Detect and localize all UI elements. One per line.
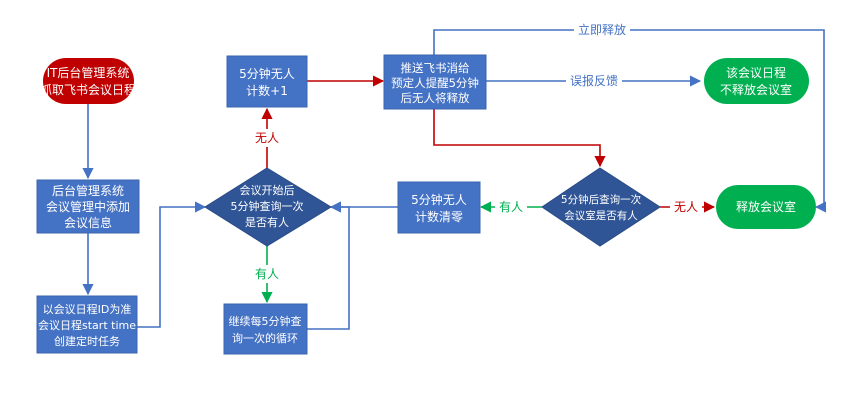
node-count: 5分钟无人 计数+1 bbox=[226, 55, 308, 108]
edge-label-check-loop: 有人 bbox=[255, 267, 279, 281]
node-keep-line2: 不释放会议室 bbox=[720, 82, 792, 97]
node-notify: 推送飞书消给 预定人提醒5分钟 后无人将释放 bbox=[383, 54, 487, 110]
node-notify-line3: 后无人将释放 bbox=[401, 91, 470, 105]
node-keep: 该会议日程 不释放会议室 bbox=[704, 58, 809, 104]
node-count-line1: 5分钟无人 bbox=[239, 66, 295, 81]
node-check-line2: 5分钟查询一次 bbox=[231, 199, 304, 213]
node-start: IT后台管理系统 抓取飞书会议日程 bbox=[40, 58, 136, 104]
node-release-line1: 释放会议室 bbox=[736, 199, 796, 214]
node-loop-line1: 继续每5分钟查 bbox=[229, 314, 302, 328]
node-check-line3: 是否有人 bbox=[245, 215, 289, 229]
edge-label-notify-keep: 误报反馈 bbox=[570, 73, 618, 88]
node-count-line2: 计数+1 bbox=[246, 83, 288, 98]
node-release: 释放会议室 bbox=[716, 185, 816, 229]
node-task-line3: 创建定时任务 bbox=[54, 334, 120, 348]
edge-labels: 无人 有人 有人 无人 误报反馈 立即释放 bbox=[252, 21, 702, 283]
node-recheck-line1: 5分钟后查询一次 bbox=[561, 193, 642, 206]
edge-label-notify-release: 立即释放 bbox=[578, 22, 626, 37]
node-loop-line2: 询一次的循环 bbox=[232, 331, 298, 345]
node-keep-line1: 该会议日程 bbox=[726, 65, 786, 80]
node-reset-line2: 计数清零 bbox=[415, 209, 463, 224]
node-task-line1: 以会议日程ID为准 bbox=[43, 303, 132, 316]
node-add-line2: 会议管理中添加 bbox=[46, 199, 130, 214]
edge-task-check bbox=[137, 201, 207, 328]
node-task: 以会议日程ID为准 会议日程start time 创建定时任务 bbox=[36, 295, 138, 354]
node-add: 后台管理系统 会议管理中添加 会议信息 bbox=[36, 179, 140, 234]
node-recheck: 5分钟后查询一次 会议室是否有人 bbox=[541, 167, 661, 247]
node-recheck-line2: 会议室是否有人 bbox=[564, 209, 638, 222]
edge-notify-recheck bbox=[433, 109, 606, 168]
node-check: 会议开始后 5分钟查询一次 是否有人 bbox=[204, 167, 332, 247]
node-reset-line1: 5分钟无人 bbox=[411, 192, 467, 207]
node-add-line3: 会议信息 bbox=[64, 215, 112, 230]
node-reset: 5分钟无人 计数清零 bbox=[397, 181, 481, 234]
edge-notify-release bbox=[433, 29, 827, 213]
edge-label-recheck-reset: 有人 bbox=[499, 200, 523, 214]
node-check-line1: 会议开始后 bbox=[240, 183, 295, 197]
edge-loop-check bbox=[307, 201, 350, 330]
node-task-line2: 会议日程start time bbox=[38, 319, 136, 332]
node-notify-line1: 推送飞书消给 bbox=[401, 61, 470, 75]
node-loop: 继续每5分钟查 询一次的循环 bbox=[223, 303, 308, 355]
edge-label-recheck-release: 无人 bbox=[674, 200, 698, 214]
node-notify-line2: 预定人提醒5分钟 bbox=[391, 76, 479, 90]
node-start-line2: 抓取飞书会议日程 bbox=[40, 82, 136, 97]
node-start-line1: IT后台管理系统 bbox=[47, 65, 130, 80]
edge-label-check-count: 无人 bbox=[255, 131, 279, 145]
node-add-line1: 后台管理系统 bbox=[52, 183, 124, 198]
